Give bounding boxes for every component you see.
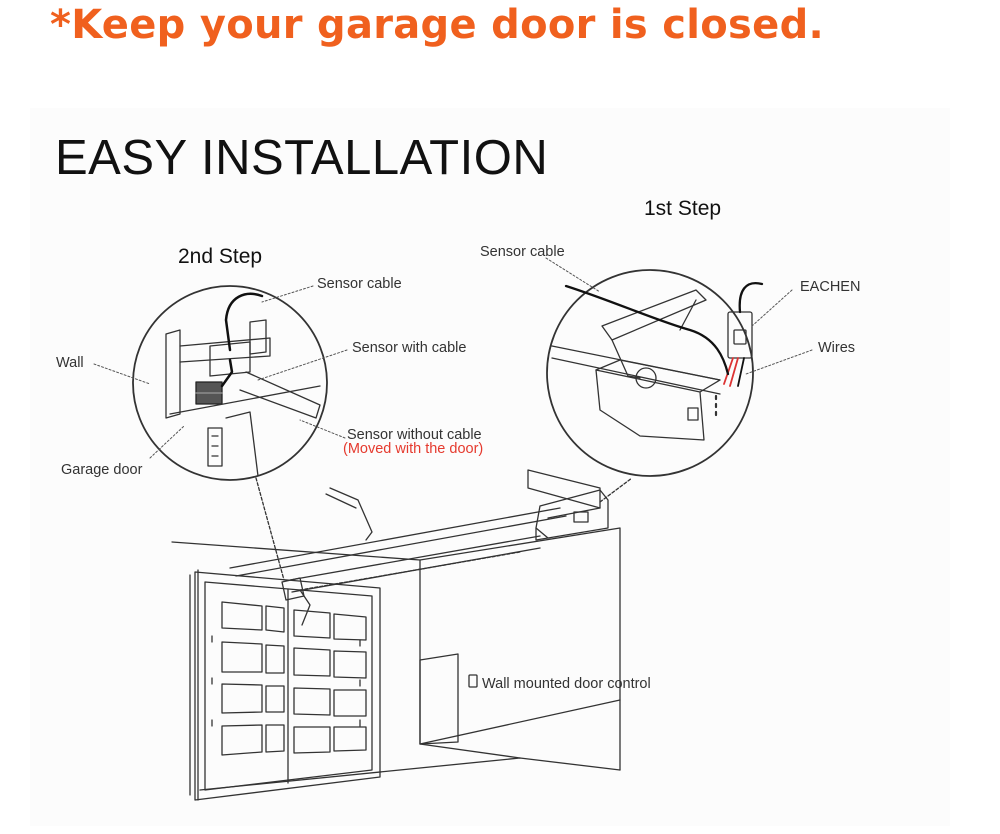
label-wall: Wall [56, 355, 84, 371]
headline: *Keep your garage door is closed. [50, 2, 825, 48]
label-sensor-with-cable: Sensor with cable [352, 340, 467, 356]
opener-motor [527, 469, 609, 541]
label-wires: Wires [818, 340, 856, 356]
installation-title: EASY INSTALLATION [55, 131, 549, 185]
step-2-heading: 2nd Step [178, 245, 263, 268]
label-sensor-without-cable: Sensor without cable [347, 427, 482, 443]
leader-lines [93, 257, 813, 459]
label-garage-door: Garage door [61, 462, 143, 478]
diagram-panel [30, 108, 950, 826]
opener-rail [229, 487, 567, 626]
garage-door [189, 569, 381, 801]
label-moved-with-door: (Moved with the door) [343, 441, 484, 457]
step2-zoom [132, 285, 328, 481]
door-sensor-pointer [255, 477, 285, 581]
garage-room [171, 527, 621, 791]
label-sensor-cable-left: Sensor cable [317, 276, 402, 292]
label-eachen: EACHEN [800, 279, 861, 295]
label-wall-mounted-door-control: Wall mounted door control [482, 676, 651, 692]
label-sensor-cable-right: Sensor cable [480, 244, 565, 260]
wall-control-icon [468, 674, 478, 688]
opener-pointer [599, 477, 633, 503]
step-1-heading: 1st Step [644, 197, 722, 220]
step1-zoom [546, 269, 764, 477]
